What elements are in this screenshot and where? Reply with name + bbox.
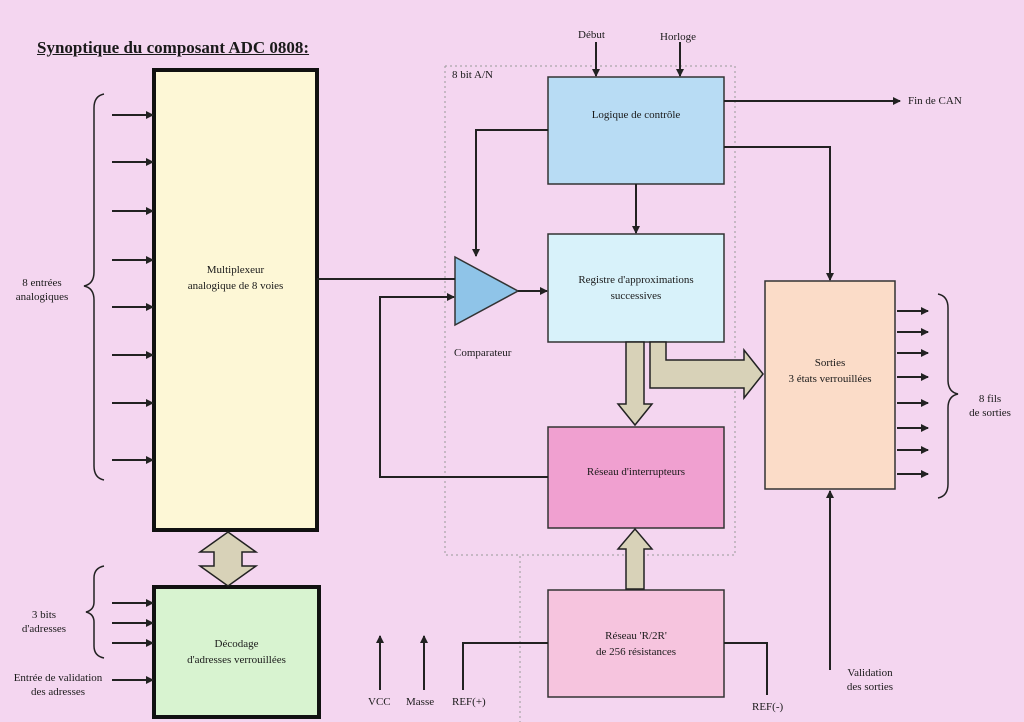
ref-plus-line: [462, 642, 548, 690]
r2r-network-label: Réseau 'R/2R' de 256 résistances: [595, 629, 677, 658]
sar-block: [547, 233, 725, 343]
control-logic-label: Logique de contrôle: [591, 109, 681, 121]
outputs-block: [764, 280, 896, 490]
sar-to-outputs-bus-arrow: [649, 341, 764, 401]
output-enable-label: Validation des sorties: [846, 667, 894, 693]
multiplexer-label: Multiplexeur analogique de 8 voies: [187, 264, 284, 292]
decoder-label: Décodage d'adresses verrouillées: [187, 638, 286, 666]
sar-label: Registre d'approximations successives: [578, 274, 694, 302]
control-to-comparator-arrow: [472, 129, 548, 257]
address-enable-label: Entrée de validation des adresses: [13, 672, 103, 698]
decoder-mux-bus-arrow: [197, 531, 259, 587]
end-of-conversion-label: Fin de CAN: [908, 95, 962, 107]
control-logic-block: [547, 76, 725, 185]
ref-plus-label: REF(+): [452, 696, 486, 708]
switch-network-block: [547, 426, 725, 529]
analog-inputs-label: 8 entrées analogiques: [15, 277, 69, 303]
control-to-outputs-arrow: [724, 146, 834, 281]
ground-label: Masse: [406, 696, 435, 708]
ref-minus-label: REF(-): [752, 701, 784, 713]
switch-network-label: Réseau d'interrupteurs: [586, 466, 686, 478]
comparator-symbol: [454, 255, 520, 327]
r2r-to-switch-bus-arrow: [616, 527, 654, 590]
sar-to-switch-bus-arrow: [616, 341, 654, 427]
analog-inputs-brace: [83, 93, 105, 481]
clock-label: Horloge: [660, 31, 697, 43]
output-wires-brace: [937, 293, 959, 499]
outputs-label: Sorties 3 états verrouillées: [788, 357, 872, 385]
vcc-label: VCC: [368, 696, 391, 708]
multiplexer-block: [152, 68, 319, 532]
start-label: Début: [578, 29, 605, 41]
r2r-network-block: [547, 589, 725, 698]
ref-minus-line: [724, 642, 768, 695]
output-wires-label: 8 fils de sorties: [969, 393, 1011, 419]
address-bits-label: 3 bits d'adresses: [21, 609, 67, 635]
comparator-label: Comparateur: [454, 347, 512, 359]
decoder-block: [152, 585, 321, 719]
feedback-to-comparator-arrow: [379, 293, 548, 478]
output-wire-arrows: [897, 307, 929, 478]
address-bits-brace: [85, 565, 105, 659]
analog-input-arrows: [112, 111, 154, 464]
adc-region-label: 8 bit A/N: [452, 69, 493, 81]
address-input-arrows: [112, 599, 154, 684]
page-title: Synoptique du composant ADC 0808:: [37, 38, 310, 57]
